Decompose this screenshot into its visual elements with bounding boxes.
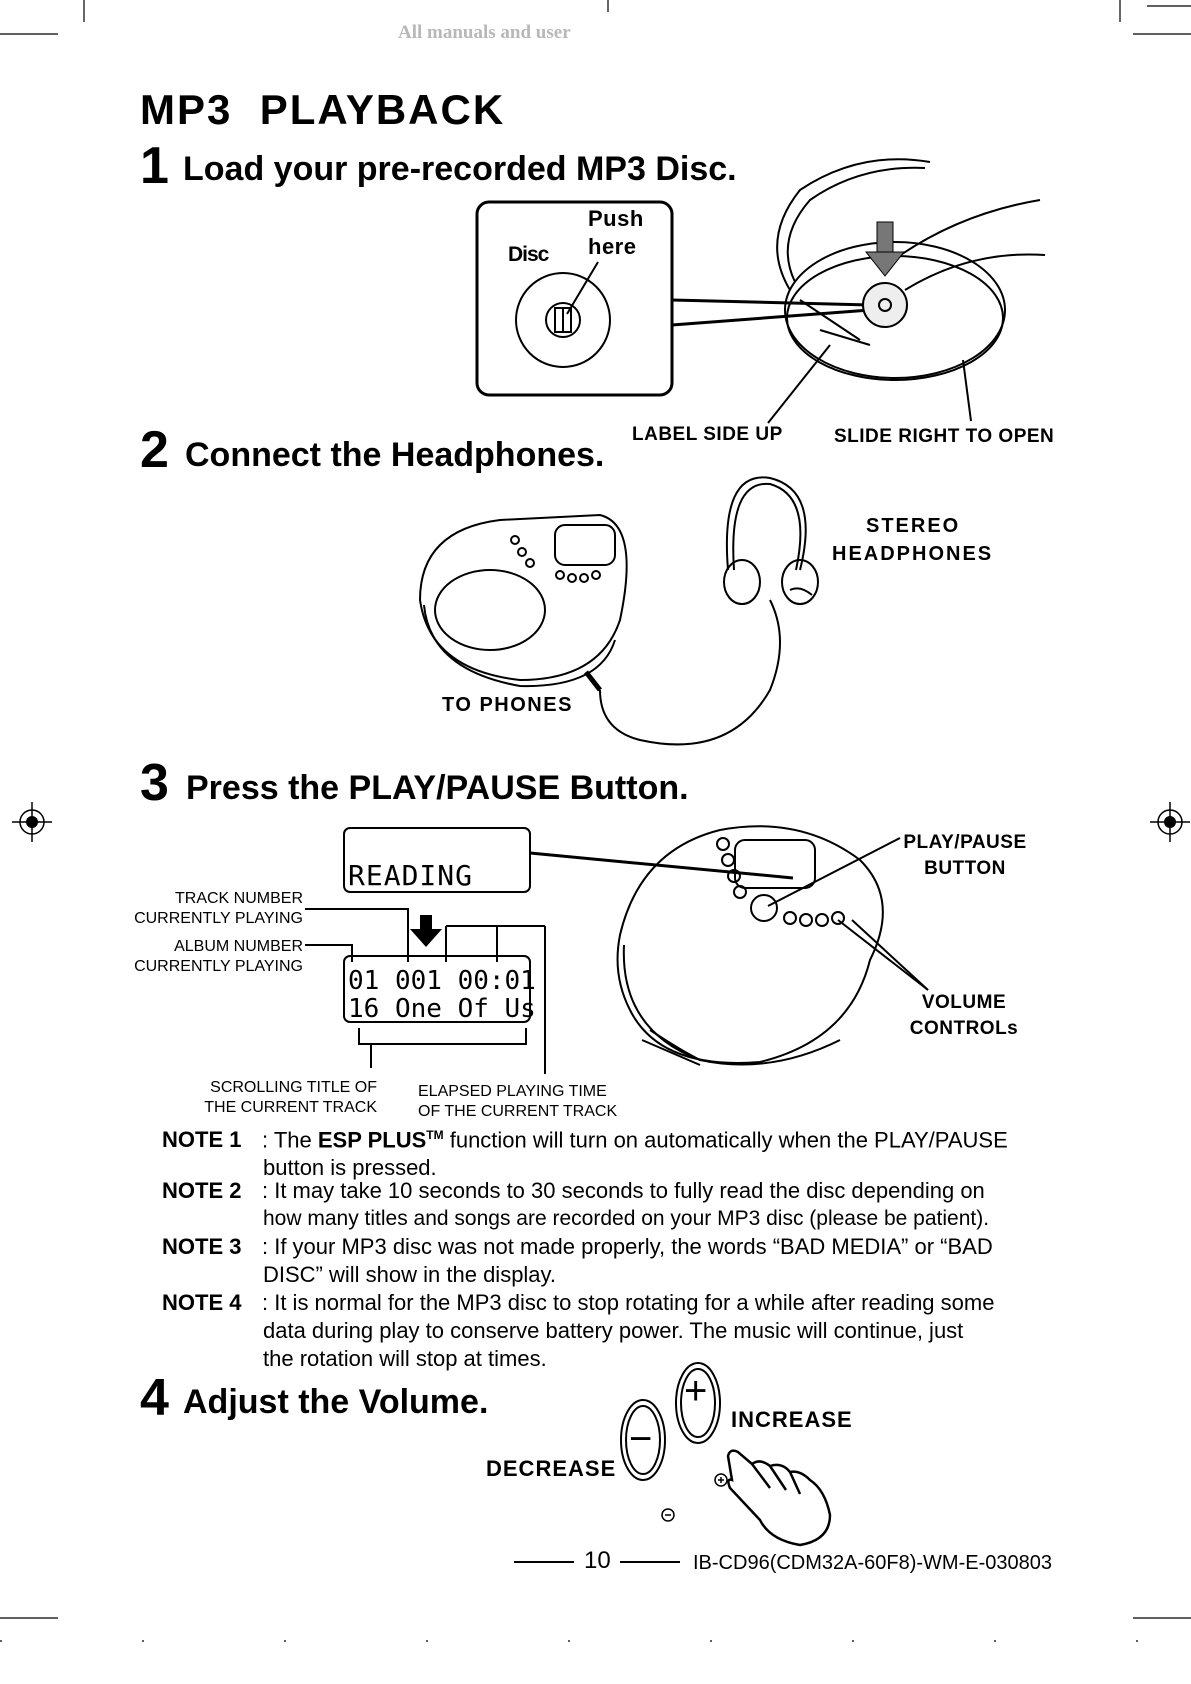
step-3-title: Press the PLAY/PAUSE Button. [186, 769, 689, 807]
headphones-icon [723, 476, 819, 605]
watermark: All manuals and user [398, 22, 571, 43]
small-plus-icon [714, 1473, 728, 1487]
note-2: NOTE 2 : It may take 10 seconds to 30 sec… [162, 1177, 1042, 1233]
lcd-line-1: 01 001 00:01 [348, 966, 536, 996]
step-2-title: Connect the Headphones. [185, 436, 605, 474]
album-number-label-1: ALBUM NUMBER [174, 938, 303, 955]
play-pause-button-label: PLAY/PAUSE BUTTON [900, 830, 1030, 882]
volume-label-1: VOLUME [921, 992, 1007, 1013]
note-1-text-after: function will turn on automatically when… [443, 1127, 1008, 1153]
note-1-label: NOTE 1 [162, 1127, 242, 1153]
disc-icon [515, 272, 611, 368]
cd-player-icon [616, 825, 884, 1066]
note-3: NOTE 3 : If your MP3 disc was not made pr… [162, 1233, 1042, 1289]
hand-pointer-icon [726, 1449, 832, 1547]
stereo-label-1: STEREO [866, 515, 961, 537]
scrolling-title-label-1: SCROLLING TITLE OF [210, 1079, 377, 1096]
note-1: NOTE 1 : The ESP PLUSTM function will tur… [162, 1121, 1042, 1182]
push-here-label-2: here [588, 234, 637, 259]
note-1-bold: ESP PLUS [317, 1127, 427, 1153]
down-arrow-icon [864, 221, 906, 277]
disc-label: Disc [508, 243, 549, 266]
note-1-sup: TM [426, 1128, 444, 1142]
scrolling-title-label-2: THE CURRENT TRACK [204, 1099, 377, 1116]
note-1-cont: button is pressed. [263, 1155, 437, 1181]
note-2-text: : It may take 10 seconds to 30 seconds t… [262, 1178, 985, 1203]
volume-controls-label: VOLUME CONTROLs [902, 990, 1026, 1042]
elapsed-time-label-1: ELAPSED PLAYING TIME [418, 1083, 607, 1100]
slide-right-label: SLIDE RIGHT TO OPEN [834, 426, 1055, 447]
volume-label-2: CONTROLs [909, 1018, 1019, 1039]
scrolling-title-label: SCROLLING TITLE OF THE CURRENT TRACK [204, 1078, 377, 1118]
note-3-text: : If your MP3 disc was not made properly… [262, 1234, 993, 1259]
page-number: 10 [584, 1547, 611, 1574]
step-1-title: Load your pre-recorded MP3 Disc. [183, 150, 737, 188]
stereo-label-2: HEADPHONES [832, 543, 994, 565]
minus-glyph: − [629, 1417, 653, 1461]
lcd-line-2: 16 One Of Us [348, 994, 536, 1024]
note-3-label: NOTE 3 [162, 1234, 242, 1259]
album-number-label-2: CURRENTLY PLAYING [134, 958, 303, 975]
elapsed-time-label-2: OF THE CURRENT TRACK [418, 1103, 618, 1120]
note-4-cont-1: data during play to conserve battery pow… [263, 1318, 964, 1343]
step-1-number: 1 [140, 137, 169, 195]
plus-glyph: + [684, 1369, 708, 1413]
note-4-cont-2: the rotation will stop at times. [263, 1346, 547, 1371]
elapsed-time-label: ELAPSED PLAYING TIME OF THE CURRENT TRAC… [418, 1082, 617, 1122]
play-pause-label-2: BUTTON [924, 858, 1006, 879]
note-2-label: NOTE 2 [162, 1178, 242, 1203]
note-3-cont: DISC” will show in the display. [263, 1262, 557, 1287]
note-4-text: : It is normal for the MP3 disc to stop … [262, 1290, 995, 1315]
page-title: MP3 PLAYBACK [140, 86, 506, 133]
step-3-number: 3 [140, 754, 169, 812]
note-4: NOTE 4 : It is normal for the MP3 disc to… [162, 1289, 1042, 1373]
increase-label: INCREASE [731, 1407, 853, 1432]
step-2-number: 2 [140, 421, 169, 479]
small-minus-icon [661, 1508, 675, 1522]
note-1-text: : The [262, 1127, 318, 1153]
label-side-up-label: LABEL SIDE UP [632, 424, 783, 445]
note-4-label: NOTE 4 [162, 1290, 242, 1315]
note-2-cont: how many titles and songs are recorded o… [263, 1207, 990, 1230]
track-number-label: TRACK NUMBER CURRENTLY PLAYING [134, 889, 303, 929]
track-number-label-1: TRACK NUMBER [174, 890, 303, 907]
track-number-label-2: CURRENTLY PLAYING [134, 910, 303, 927]
document-code: IB-CD96(CDM32A-60F8)-WM-E-030803 [693, 1552, 1052, 1574]
step-4-title: Adjust the Volume. [183, 1383, 489, 1421]
play-pause-label-1: PLAY/PAUSE [903, 832, 1027, 853]
decrease-label: DECREASE [486, 1456, 617, 1481]
lcd-reading-text: READING [348, 859, 474, 892]
plus-button-icon [675, 1362, 721, 1444]
album-number-label: ALBUM NUMBER CURRENTLY PLAYING [134, 937, 303, 977]
down-arrow-icon [410, 915, 442, 947]
step-4-number: 4 [140, 1369, 169, 1427]
to-phones-label: TO PHONES [442, 694, 573, 716]
push-here-label-1: Push [588, 206, 644, 231]
minus-button-icon [620, 1399, 666, 1481]
cd-player-icon [418, 513, 628, 688]
